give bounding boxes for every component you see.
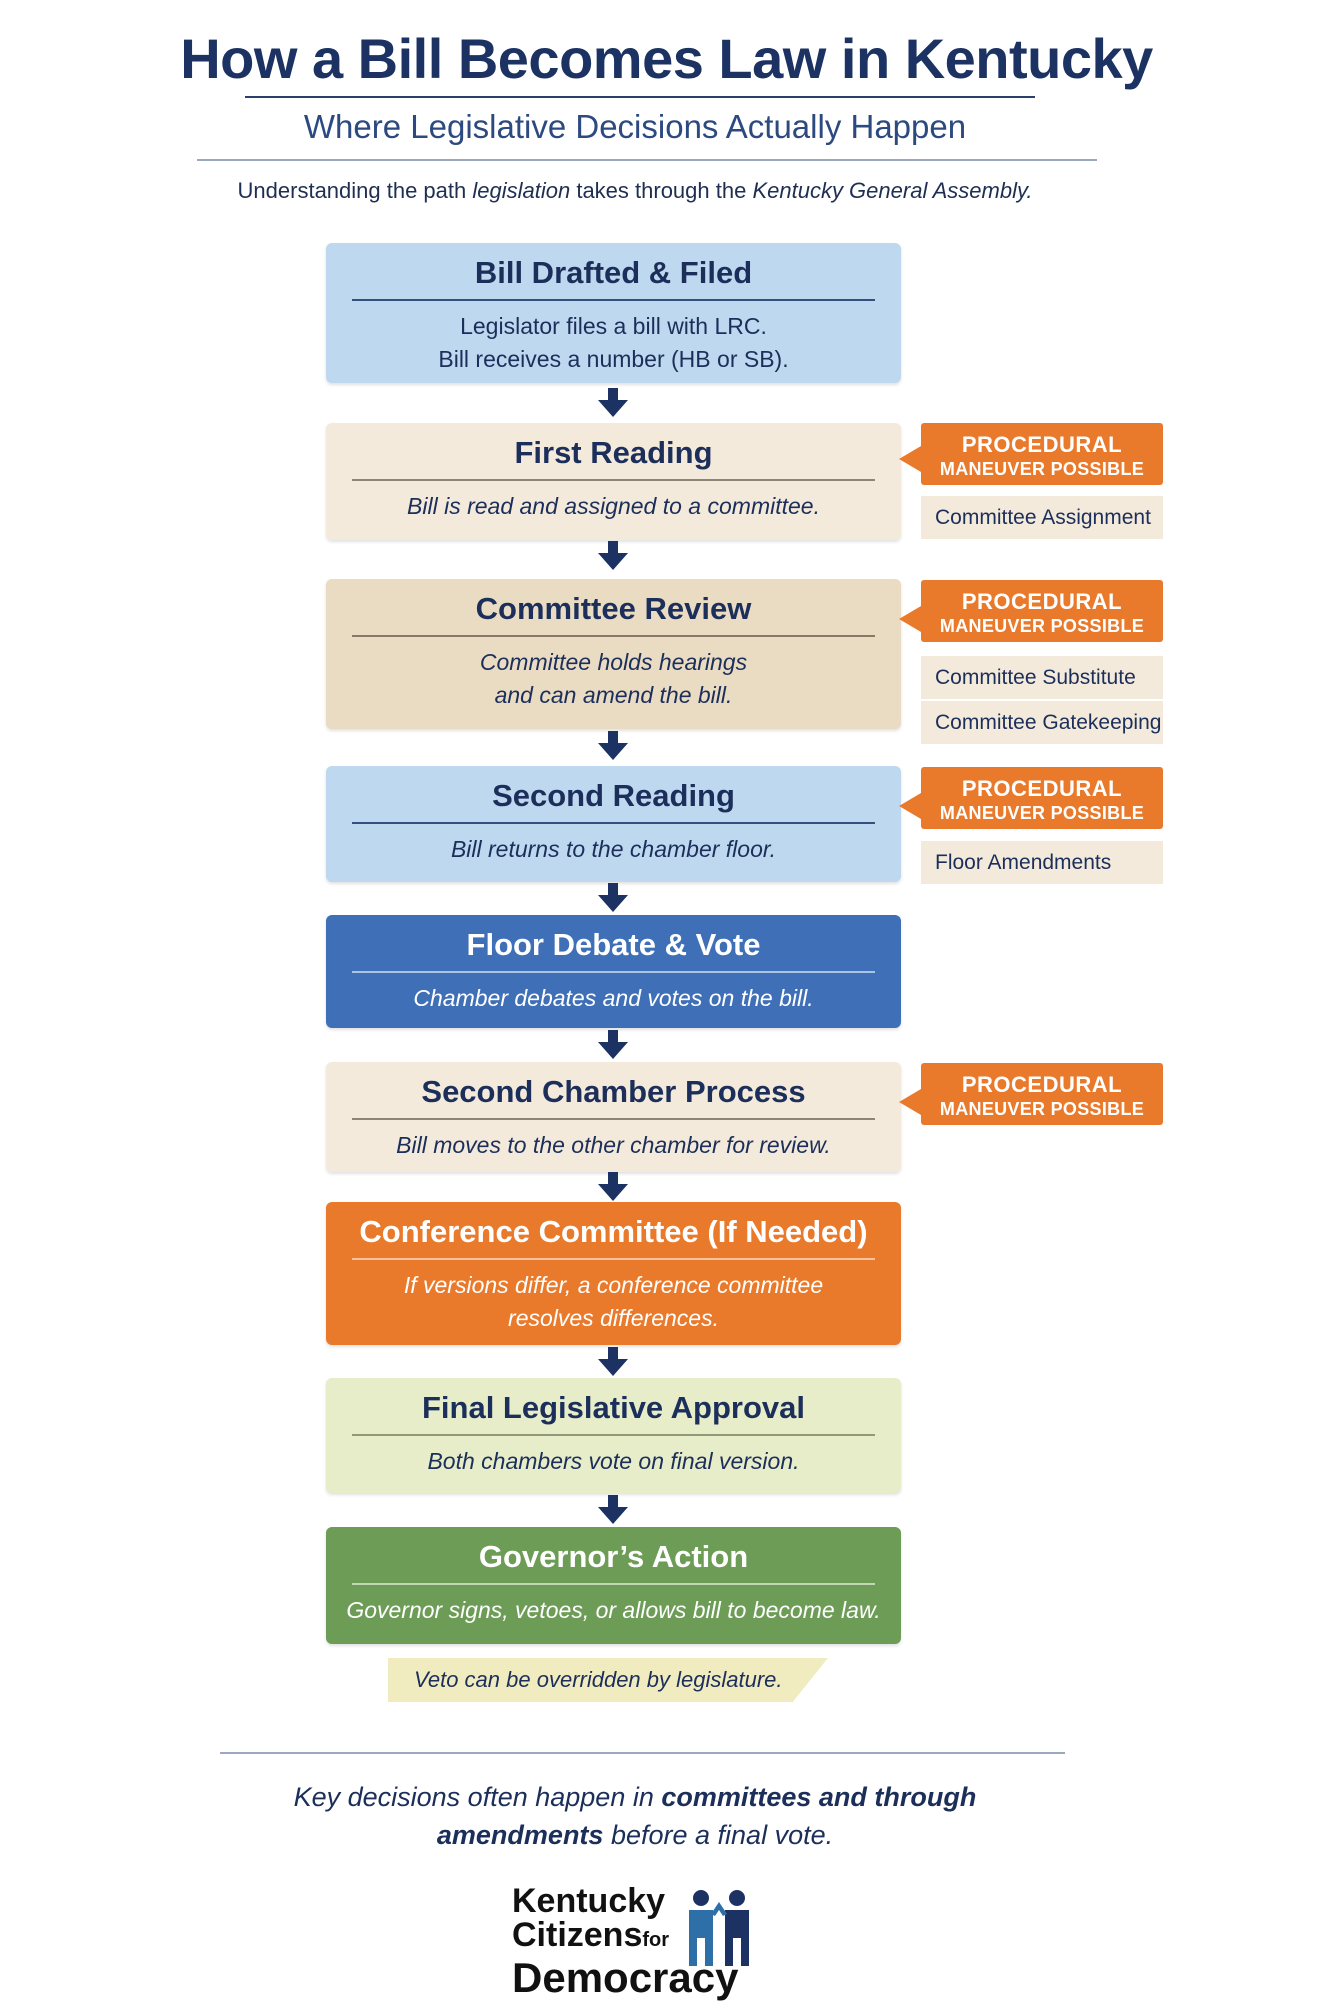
title-divider xyxy=(245,96,1035,98)
step-governor-action: Governor’s Action Governor signs, vetoes… xyxy=(326,1527,901,1644)
step-title: Second Chamber Process xyxy=(421,1074,806,1109)
step-divider xyxy=(352,1583,875,1585)
step-title: Second Reading xyxy=(492,778,735,813)
page-subtitle: Where Legislative Decisions Actually Hap… xyxy=(303,108,967,145)
step-text-line: Bill returns to the chamber floor. xyxy=(450,836,777,862)
step-text-line: Bill receives a number (HB or SB). xyxy=(438,346,789,372)
footer-text: Key decisions often happen in committees… xyxy=(0,1778,1270,1854)
page-title: How a Bill Becomes Law in Kentucky xyxy=(180,27,1153,90)
down-arrow-icon xyxy=(597,388,629,418)
intro-text: Understanding the path legislation takes… xyxy=(0,178,1270,204)
procedural-label: PROCEDURAL xyxy=(961,432,1123,457)
step-text-line: Bill is read and assigned to a committee… xyxy=(407,493,820,519)
procedural-sublabel: MANEUVER POSSIBLE xyxy=(939,616,1145,636)
step-text-line: Governor signs, vetoes, or allows bill t… xyxy=(346,1597,881,1623)
step-text-line: Both chambers vote on final version. xyxy=(427,1448,800,1474)
procedural-badge: PROCEDURAL MANEUVER POSSIBLE xyxy=(921,580,1163,642)
step-divider xyxy=(352,479,875,481)
procedural-label: PROCEDURAL xyxy=(961,776,1123,801)
procedural-badge: PROCEDURAL MANEUVER POSSIBLE xyxy=(921,1063,1163,1125)
down-arrow-icon xyxy=(597,1347,629,1377)
step-final-approval: Final Legislative Approval Both chambers… xyxy=(326,1378,901,1493)
step-text-line: and can amend the bill. xyxy=(494,682,733,708)
intro-lead: Understanding the path xyxy=(237,178,473,203)
step-title: First Reading xyxy=(514,435,713,470)
step-title: Floor Debate & Vote xyxy=(466,927,761,962)
step-divider xyxy=(352,971,875,973)
step-title: Conference Committee (If Needed) xyxy=(359,1214,868,1249)
organization-logo: Kentucky Citizensfor Democracy xyxy=(512,1884,738,1999)
footer-bold-1: committees and through xyxy=(661,1782,977,1812)
step-text-line: Bill moves to the other chamber for revi… xyxy=(396,1132,831,1158)
logo-line-3: Democracy xyxy=(512,1954,739,2001)
step-divider xyxy=(352,299,875,301)
maneuver-item: Committee Assignment xyxy=(921,495,1163,539)
footer-part-2: before a final vote. xyxy=(603,1820,834,1850)
down-arrow-icon xyxy=(597,731,629,761)
step-committee-review: Committee Review Committee holds hearing… xyxy=(326,579,901,729)
step-first-reading: First Reading Bill is read and assigned … xyxy=(326,423,901,540)
step-divider xyxy=(352,1434,875,1436)
procedural-label: PROCEDURAL xyxy=(961,1072,1123,1097)
procedural-sublabel: MANEUVER POSSIBLE xyxy=(939,459,1145,479)
footer-bold-2: amendments xyxy=(436,1820,604,1850)
down-arrow-icon xyxy=(597,1172,629,1202)
step-divider xyxy=(352,1118,875,1120)
step-text-line: resolves differences. xyxy=(508,1305,719,1331)
step-conference-committee: Conference Committee (If Needed) If vers… xyxy=(326,1202,901,1345)
step-title: Committee Review xyxy=(475,591,752,626)
intro-italic-2: Kentucky General Assembly. xyxy=(752,178,1033,203)
step-bill-drafted: Bill Drafted & Filed Legislator files a … xyxy=(326,243,901,383)
logo-line-1: Kentucky xyxy=(512,1882,666,1920)
procedural-badge: PROCEDURAL MANEUVER POSSIBLE xyxy=(921,423,1163,485)
callout-pointer xyxy=(899,606,921,632)
callout-pointer xyxy=(899,446,921,472)
footer-divider xyxy=(220,1752,1065,1754)
procedural-sublabel: MANEUVER POSSIBLE xyxy=(939,1099,1145,1119)
step-divider xyxy=(352,822,875,824)
step-title: Final Legislative Approval xyxy=(421,1390,805,1425)
step-title: Governor’s Action xyxy=(478,1539,749,1574)
callout-pointer xyxy=(899,1089,921,1115)
maneuver-item: Committee Substitute xyxy=(921,655,1163,699)
procedural-label: PROCEDURAL xyxy=(961,589,1123,614)
maneuver-item: Floor Amendments xyxy=(921,840,1163,884)
step-text-line: Committee holds hearings xyxy=(479,649,748,675)
down-arrow-icon xyxy=(597,541,629,571)
down-arrow-icon xyxy=(597,1495,629,1525)
callout-pointer xyxy=(899,793,921,819)
footer-part-1: Key decisions often happen in xyxy=(293,1782,662,1812)
veto-note: Veto can be overridden by legislature. xyxy=(388,1658,828,1702)
subtitle-divider xyxy=(197,159,1097,161)
step-text-line: Chamber debates and votes on the bill. xyxy=(413,985,814,1011)
procedural-sublabel: MANEUVER POSSIBLE xyxy=(939,803,1145,823)
intro-italic: legislation xyxy=(472,178,571,203)
intro-mid: takes through the xyxy=(570,178,753,203)
logo-line-2-small: for xyxy=(642,1929,670,1951)
step-title: Bill Drafted & Filed xyxy=(474,255,753,290)
down-arrow-icon xyxy=(597,1030,629,1060)
step-divider xyxy=(352,1258,875,1260)
down-arrow-icon xyxy=(597,883,629,913)
step-text-line: If versions differ, a conference committ… xyxy=(403,1272,824,1298)
people-icon xyxy=(683,1888,755,1968)
procedural-badge: PROCEDURAL MANEUVER POSSIBLE xyxy=(921,767,1163,829)
step-second-chamber: Second Chamber Process Bill moves to the… xyxy=(326,1062,901,1172)
step-divider xyxy=(352,635,875,637)
maneuver-item: Committee Gatekeeping xyxy=(921,700,1163,744)
step-text-line: Legislator files a bill with LRC. xyxy=(460,313,767,339)
step-floor-debate: Floor Debate & Vote Chamber debates and … xyxy=(326,915,901,1028)
logo-line-2: Citizens xyxy=(512,1916,643,1954)
step-second-reading: Second Reading Bill returns to the chamb… xyxy=(326,766,901,882)
